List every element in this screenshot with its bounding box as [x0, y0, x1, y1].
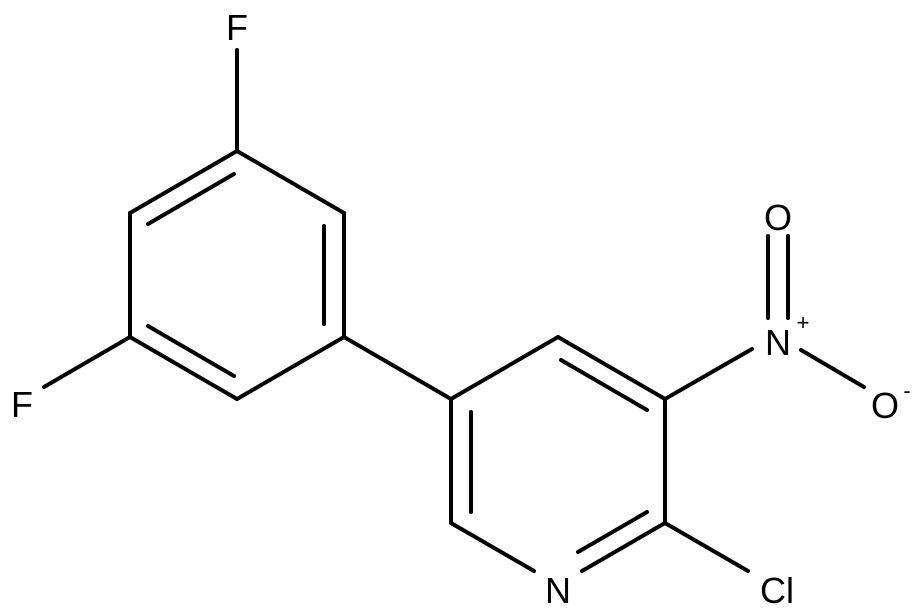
bond	[235, 149, 346, 215]
nitro-oxygen-top: O	[764, 197, 792, 238]
pyridine-nitrogen-atom: N	[545, 570, 571, 611]
chlorine-atom: Cl	[760, 570, 794, 611]
fluorine-atom-top: F	[226, 7, 248, 48]
double-bond-inner	[146, 324, 236, 378]
bond	[580, 521, 667, 573]
difluorophenyl-ring	[128, 149, 346, 401]
fluorine-atom-left: F	[11, 384, 33, 425]
bond-c-f-left	[42, 335, 132, 389]
double-bond-inner	[146, 172, 236, 226]
nitro-oxygen-right: O	[871, 385, 899, 426]
nitro-nitrogen-atom: N	[765, 322, 791, 363]
bond-n-o-single	[799, 348, 866, 389]
bond	[128, 149, 239, 215]
bond	[235, 335, 346, 401]
nitro-nitrogen-charge: +	[797, 310, 810, 335]
double-bond-inner	[576, 510, 649, 554]
bond	[449, 335, 560, 401]
bond	[449, 521, 536, 573]
biaryl-bond	[342, 335, 453, 401]
nitro-oxygen-charge: -	[903, 378, 910, 403]
bond-c-n-nitro	[663, 347, 754, 401]
bond	[128, 335, 239, 401]
bond	[556, 335, 667, 401]
pyridine-ring	[449, 335, 667, 573]
bond-c-cl	[663, 521, 750, 573]
double-bond-inner	[559, 358, 649, 412]
